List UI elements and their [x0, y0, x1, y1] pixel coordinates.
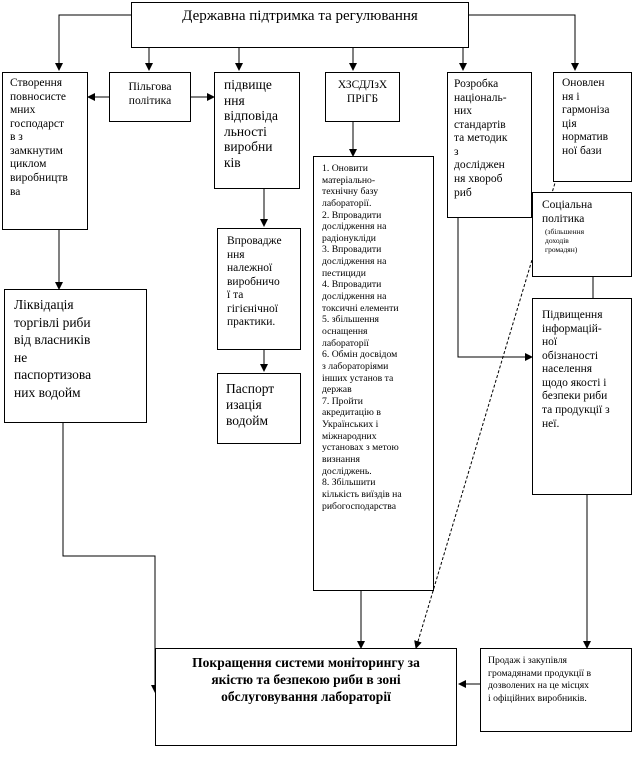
passport-text: Паспорт изація водойм: [226, 381, 275, 428]
gmp-text: Впроваджe ння належної виробничо ї та гі…: [227, 235, 282, 329]
arrow-top-to-closed-cycle: [55, 14, 131, 71]
preferential-text: Пільгова політика: [128, 81, 172, 107]
harmonization-text: Оновлен ня і гармоніза ція норматив ної …: [562, 77, 610, 157]
box-passport: Паспорт изація водойм: [217, 373, 301, 444]
box-social: Соціальна політика (збільшення доходів г…: [532, 192, 632, 277]
state-support-text: Державна підтримка та регулювання: [182, 8, 418, 24]
box-responsibility: підвище ння відповіда льності виробни кі…: [214, 72, 300, 189]
arrow-elimination-to-monitoring: [62, 422, 159, 693]
social-text: Соціальна політика: [542, 199, 593, 225]
purchase-text: Продаж і закупівля громадянами продукції…: [488, 655, 592, 704]
box-harmonization: Оновлен ня і гармоніза ція норматив ної …: [553, 72, 632, 182]
lab-org-text: ХЗСДЛзХ ПРіГБ: [337, 79, 388, 105]
box-preferential: Пільгова політика: [109, 72, 191, 122]
closed-cycle-text: Створення повносисте мних господарст в з…: [10, 77, 68, 198]
box-standards: Розробка національ- них стандартів та ме…: [447, 72, 532, 218]
lab-tasks-text: 1. Оновити матеріально- технічну базу ла…: [322, 163, 402, 512]
monitoring-text: Покращення системи моніторингу за якістю…: [192, 655, 420, 704]
arrow-top-to-harmonization: [468, 14, 579, 71]
elimination-text: Ліквідація торгівлі риби від власників н…: [14, 297, 92, 400]
box-elimination: Ліквідація торгівлі риби від власників н…: [4, 289, 147, 423]
awareness-text: Підвищення інформацій- ної обізнаності н…: [542, 309, 610, 430]
box-closed-cycle: Створення повносисте мних господарст в з…: [2, 72, 88, 230]
standards-text: Розробка національ- них стандартів та ме…: [454, 78, 508, 199]
social-note-text: (збільшення доходів громадян): [545, 227, 585, 254]
arrow-standards-to-awareness: [457, 217, 533, 361]
responsibility-text: підвище ння відповіда льності виробни кі…: [224, 77, 278, 170]
box-monitoring: Покращення системи моніторингу за якістю…: [155, 648, 457, 746]
box-purchase: Продаж і закупівля громадянами продукції…: [480, 648, 632, 732]
box-gmp: Впроваджe ння належної виробничо ї та гі…: [217, 228, 301, 350]
box-lab-tasks: 1. Оновити матеріально- технічну базу ла…: [313, 156, 434, 591]
box-lab-org: ХЗСДЛзХ ПРіГБ: [325, 72, 400, 122]
box-state-support: Державна підтримка та регулювання: [131, 2, 469, 48]
box-awareness: Підвищення інформацій- ної обізнаності н…: [532, 298, 632, 495]
